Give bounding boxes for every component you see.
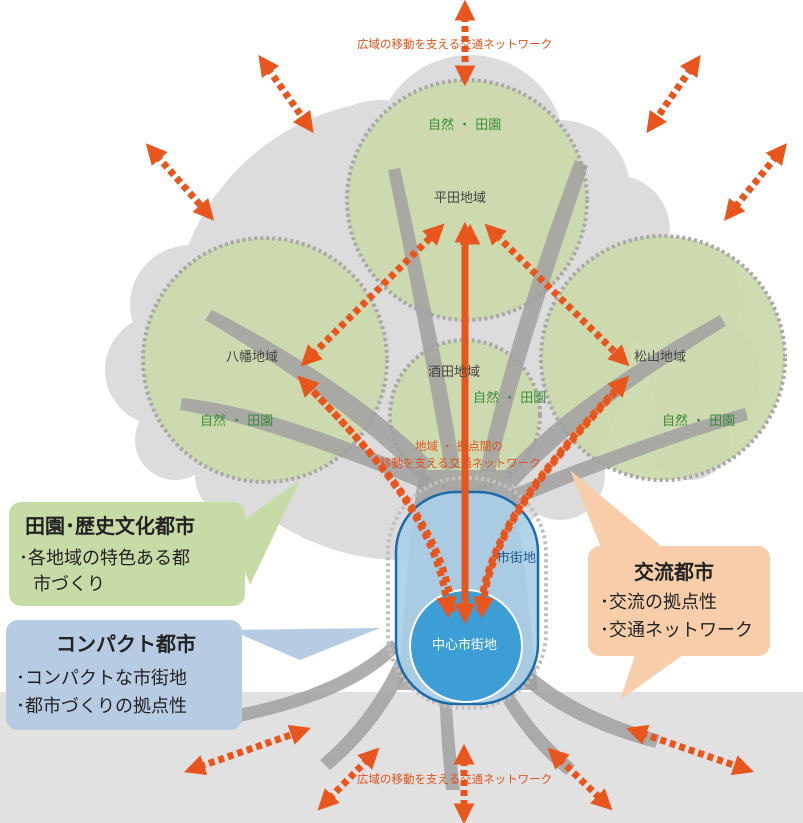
yawata-nature-label: 自然 ・ 田園 bbox=[200, 414, 274, 429]
hirata-region-name: 平田地域 bbox=[434, 191, 487, 206]
network-arrows bbox=[145, 0, 787, 823]
inter-region-network-label-1: 地域 ・ 拠点間の bbox=[415, 439, 503, 453]
urban-area-label: 市街地 bbox=[497, 551, 537, 566]
wide-arrow-upper-left bbox=[258, 54, 314, 134]
yawata-region-name: 八幡地域 bbox=[226, 350, 279, 365]
wide-arrow-upper-right bbox=[646, 54, 701, 134]
matsuyama-nature-label: 自然 ・ 田園 bbox=[662, 414, 736, 429]
urban-area-outline bbox=[386, 476, 548, 710]
region-arrow-yawata-hirata bbox=[300, 223, 445, 367]
rural-historic-city-callout: 田園･歴史文化都市 ･各地域の特色ある都 市づくり bbox=[9, 502, 245, 606]
wide-network-label-top: 広域の移動を支える交通ネットワーク bbox=[357, 37, 553, 51]
exchange-city-item-2: ･交通ネットワーク bbox=[600, 620, 753, 641]
compact-city-title: コンパクト都市 bbox=[56, 632, 196, 656]
rural-historic-city-item-2: 市づくり bbox=[33, 574, 105, 595]
wide-arrow-bottom-right2 bbox=[626, 724, 754, 776]
wide-network-label-bottom: 広域の移動を支える交通ネットワーク bbox=[357, 772, 553, 786]
rural-historic-city-item-1: ･各地域の特色ある都 bbox=[19, 548, 190, 569]
center-arrow-yawata bbox=[297, 375, 456, 613]
compact-city-item-2: ･都市づくりの拠点性 bbox=[16, 696, 187, 717]
wide-arrow-bottom-left bbox=[184, 724, 311, 776]
compact-city-callout: コンパクト都市 ･コンパクトな市街地 ･都市づくりの拠点性 bbox=[6, 620, 242, 730]
exchange-city-item-1: ･交流の拠点性 bbox=[600, 592, 717, 613]
sakata-nature-label: 自然 ・ 田園 bbox=[473, 391, 547, 406]
rural-historic-city-title: 田園･歴史文化都市 bbox=[25, 514, 195, 538]
city-center-label: 中心市街地 bbox=[432, 638, 498, 653]
wide-arrow-right bbox=[724, 143, 787, 221]
compact-city-item-1: ･コンパクトな市街地 bbox=[16, 668, 187, 689]
wide-arrow-left bbox=[145, 143, 215, 221]
wide-arrow-bottom-right bbox=[547, 747, 613, 811]
hirata-nature-label: 自然 ・ 田園 bbox=[428, 118, 502, 133]
exchange-city-title: 交流都市 bbox=[634, 560, 714, 584]
matsuyama-region-name: 松山地域 bbox=[634, 350, 687, 365]
sakata-region-name: 酒田地域 bbox=[428, 365, 481, 380]
wide-arrow-bottom-left2 bbox=[317, 747, 380, 811]
exchange-city-callout: 交流都市 ･交流の拠点性 ･交通ネットワーク bbox=[588, 546, 770, 656]
region-arrow-hirata-matsuyama bbox=[484, 223, 630, 367]
inter-region-network-label-2: 移動を支える交通ネットワーク bbox=[380, 456, 541, 470]
